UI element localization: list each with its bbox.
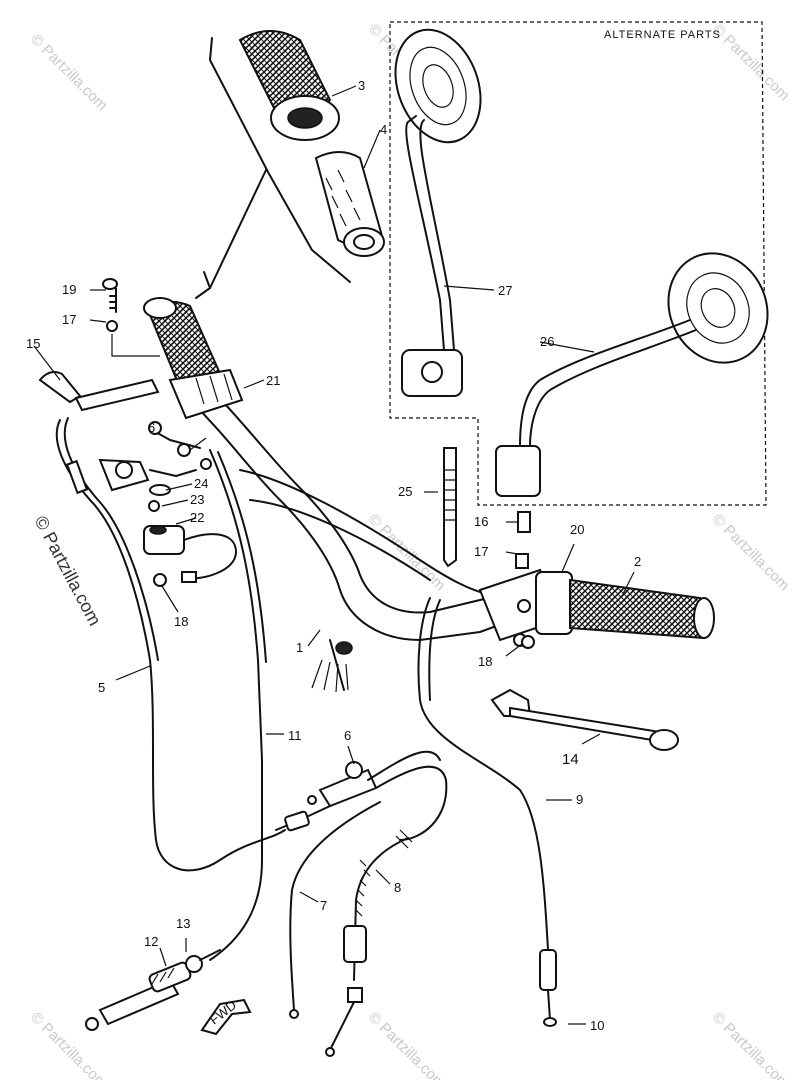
- callout-27: 27: [498, 283, 512, 298]
- callout-19: 19: [62, 282, 76, 297]
- callout-15: 15: [26, 336, 40, 351]
- callout-22: 22: [190, 510, 204, 525]
- watermark-top-right: © Partzilla.com: [709, 21, 792, 104]
- cable-tie: [443, 447, 457, 568]
- clutch-lever: [38, 371, 201, 492]
- callouts: 3 4 27 26 21 15 19 17 6 24 23 22 18 25 1…: [26, 78, 641, 1033]
- callout-11: 11: [288, 728, 302, 743]
- right-grip-assembly: [478, 511, 715, 649]
- callout-8: 8: [394, 880, 401, 895]
- left-grip-assembly: [102, 278, 244, 420]
- callout-18b: 18: [478, 654, 492, 669]
- watermark-top-left: © Partzilla.com: [27, 31, 110, 114]
- callout-23: 23: [190, 492, 204, 507]
- callout-4: 4: [380, 122, 387, 137]
- callout-9: 9: [576, 792, 583, 807]
- cable-junction: [275, 750, 448, 841]
- callout-25: 25: [398, 484, 412, 499]
- callout-6-left: 6: [148, 420, 155, 435]
- switch-assembly: [143, 421, 237, 587]
- cable-11: [209, 449, 267, 961]
- callout-17b: 17: [474, 544, 488, 559]
- cable-9: [417, 597, 557, 1027]
- callout-12: 12: [144, 934, 158, 949]
- watermarks: © Partzilla.com © Partzilla.com © Partzi…: [27, 21, 792, 1080]
- callout-6: 6: [344, 728, 351, 743]
- callout-20: 20: [570, 522, 584, 537]
- cable-7: [289, 801, 381, 1019]
- handlebar: [189, 389, 541, 693]
- callout-21: 21: [266, 373, 280, 388]
- leader-lines: [33, 85, 635, 1025]
- cable-adjuster: [85, 949, 221, 1031]
- alternate-parts-label: ALTERNATE PARTS: [604, 29, 721, 41]
- callout-2: 2: [634, 554, 641, 569]
- callout-17a: 17: [62, 312, 76, 327]
- callout-26: 26: [540, 334, 554, 349]
- cable-8: [325, 829, 413, 1057]
- alternate-parts-box: ALTERNATE PARTS: [389, 21, 767, 506]
- callout-18a: 18: [174, 614, 188, 629]
- callout-3: 3: [358, 78, 365, 93]
- watermark-bottom-center: © Partzilla.com: [365, 1009, 448, 1080]
- watermark-bottom-left: © Partzilla.com: [27, 1009, 110, 1080]
- watermark-main: © Partzilla.com: [30, 512, 105, 628]
- mirror-27: [394, 28, 482, 397]
- callout-13: 13: [176, 916, 190, 931]
- callout-5: 5: [98, 680, 105, 695]
- grip-exploded-assembly: [195, 30, 385, 299]
- callout-7: 7: [320, 898, 327, 913]
- callout-1: 1: [296, 640, 303, 655]
- callout-10: 10: [590, 1018, 604, 1033]
- watermark-bottom-right: © Partzilla.com: [709, 1009, 792, 1080]
- mirror-26: [495, 252, 769, 497]
- fwd-arrow: FWD: [200, 997, 252, 1036]
- watermark-right: © Partzilla.com: [709, 511, 792, 594]
- callout-16: 16: [474, 514, 488, 529]
- callout-14: 14: [562, 751, 579, 768]
- cable-5: [55, 417, 286, 872]
- callout-24: 24: [194, 476, 208, 491]
- brake-lever: [490, 688, 679, 751]
